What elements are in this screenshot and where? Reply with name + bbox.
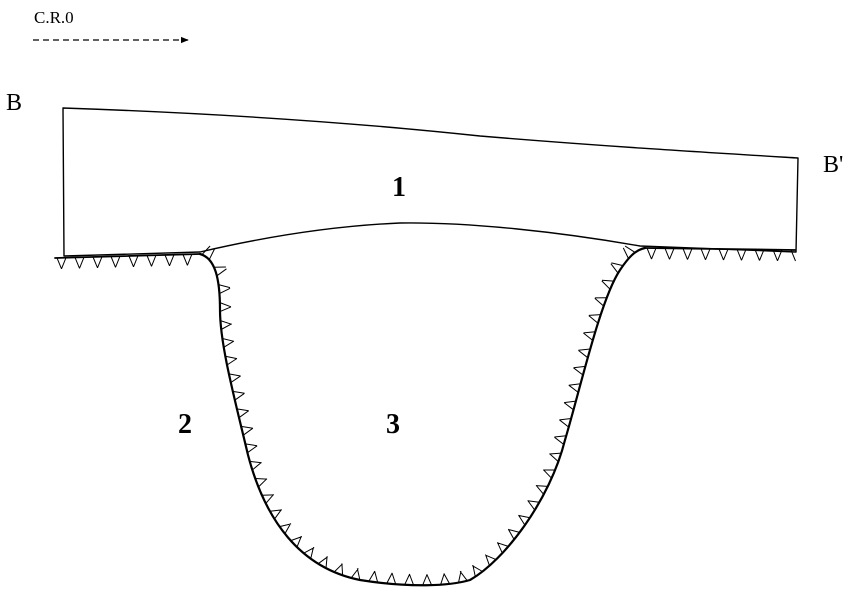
label-b-left: B [6, 90, 22, 116]
pit-outline-hatch [201, 245, 636, 586]
flow-arrow-label: C.R.0 [34, 8, 74, 27]
flow-arrow: C.R.0 [33, 8, 189, 44]
ground-profile [54, 246, 796, 587]
soil-hatching [56, 245, 796, 586]
right-ground-line-hatch [646, 247, 796, 262]
left-ground-line-hatch [56, 254, 193, 269]
label-region-3: 3 [386, 409, 400, 440]
slab-outline [62, 107, 799, 257]
label-region-2: 2 [178, 409, 192, 440]
label-b-right: B' [823, 152, 843, 178]
label-region-1: 1 [392, 172, 406, 203]
pit-outline [198, 246, 647, 587]
right-ground-line [644, 247, 796, 251]
left-ground-line [54, 253, 201, 259]
